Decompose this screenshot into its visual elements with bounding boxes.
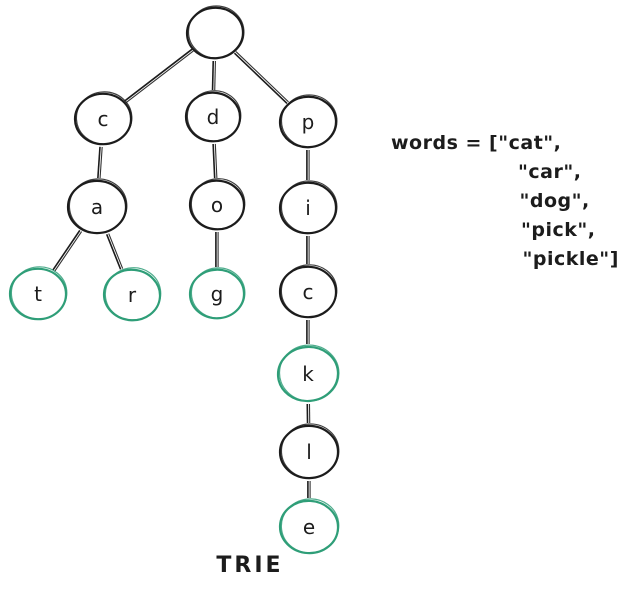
trie-node-c: c <box>73 91 133 146</box>
trie-edge-o-g <box>215 232 219 267</box>
words-line-0: words = ["cat", <box>391 132 562 154</box>
trie-edge-k-l <box>306 403 311 424</box>
node-label-c: c <box>98 107 109 131</box>
node-label-o: o <box>211 193 223 217</box>
trie-edge-c1-a <box>97 146 103 179</box>
node-label-l: l <box>306 440 312 464</box>
trie-node-k: k <box>276 344 340 403</box>
trie-edge-root-c1 <box>124 48 194 104</box>
diagram-caption: TRIE <box>216 553 284 578</box>
trie-node-i: i <box>278 180 338 235</box>
node-label-t: t <box>34 282 42 306</box>
node-label-a: a <box>91 195 103 219</box>
trie-node-c: c <box>278 264 338 319</box>
trie-node-t: t <box>8 266 68 321</box>
trie-edge-c2-k <box>306 320 310 344</box>
trie-node-o: o <box>188 178 246 231</box>
trie-node-l: l <box>278 423 340 480</box>
trie-node-root <box>185 5 245 60</box>
words-line-2: "dog", <box>519 190 590 212</box>
trie-edge-root-d <box>211 60 216 91</box>
trie-node-g: g <box>188 267 246 320</box>
node-label-c: c <box>303 280 314 304</box>
words-line-4: "pickle"] <box>522 248 619 270</box>
node-label-e: e <box>303 515 315 539</box>
words-line-3: "pick", <box>521 219 596 241</box>
node-label-g: g <box>211 282 224 306</box>
words-annotation: words = ["cat", "car", "dog", "pick", "pickl… <box>391 129 619 274</box>
node-label-k: k <box>302 362 314 386</box>
trie-node-d: d <box>184 90 242 143</box>
trie-node-e: e <box>278 498 340 555</box>
trie-edge-l-e <box>307 481 311 498</box>
trie-edge-root-p <box>233 51 289 105</box>
node-label-p: p <box>302 110 315 134</box>
node-label-i: i <box>305 196 311 220</box>
node-label-r: r <box>128 283 137 307</box>
node-label-d: d <box>207 105 220 129</box>
trie-edge-a-r <box>105 233 124 270</box>
trie-edge-d-o <box>212 143 218 179</box>
trie-edge-p-i <box>306 150 310 180</box>
trie-node-a: a <box>66 178 128 235</box>
trie-edge-i-c2 <box>306 236 310 264</box>
trie-node-r: r <box>102 267 162 322</box>
trie-edge-a-t <box>52 229 83 272</box>
words-line-1: "car", <box>518 161 582 183</box>
trie-node-p: p <box>278 94 338 149</box>
